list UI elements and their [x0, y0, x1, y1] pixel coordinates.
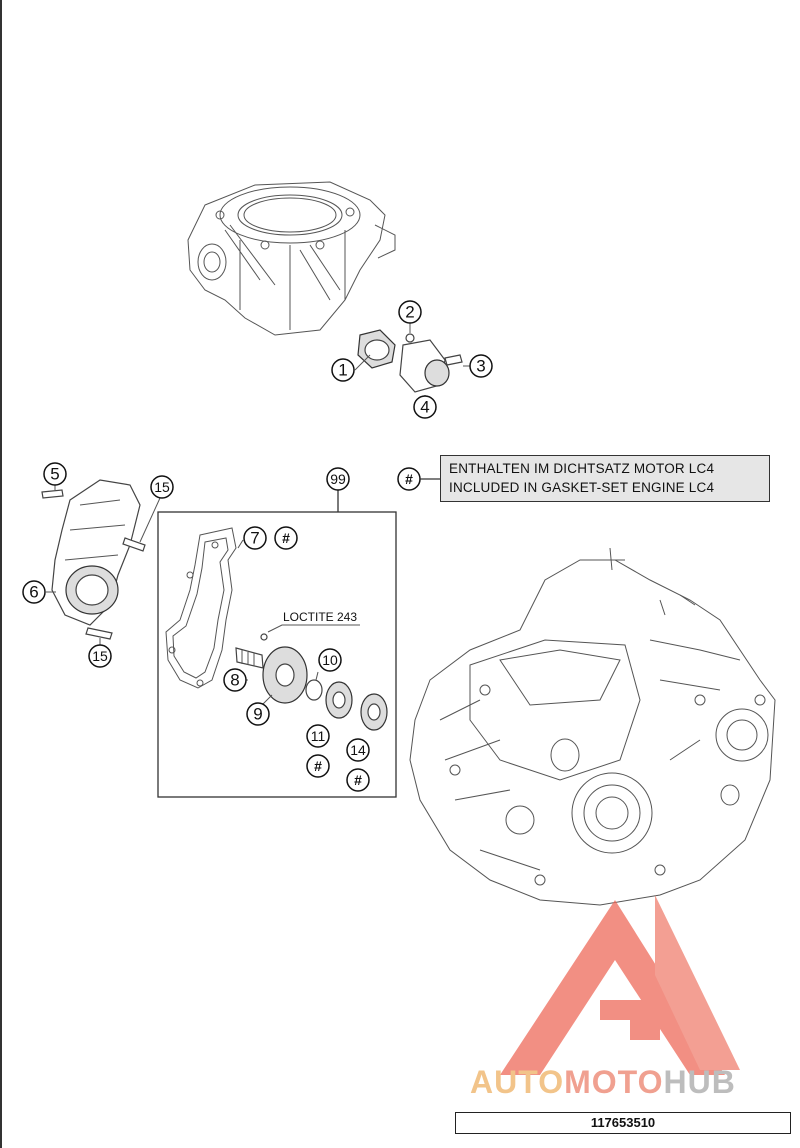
svg-text:7: 7: [250, 529, 259, 548]
svg-text:6: 6: [29, 583, 38, 602]
svg-text:3: 3: [476, 357, 485, 376]
svg-text:11: 11: [311, 728, 326, 744]
callout-5: 5: [43, 462, 67, 486]
watermark-logo-text: AUTOMOTOHUB: [470, 1064, 736, 1104]
document-number: 117653510: [455, 1112, 791, 1134]
callout-1: 1: [331, 358, 355, 382]
callout-15-top: 15: [150, 475, 174, 499]
callout-99: 99: [326, 467, 350, 491]
callout-15-bottom: 15: [88, 644, 112, 668]
svg-text:14: 14: [350, 742, 366, 758]
svg-text:2: 2: [405, 303, 414, 322]
callout-10: 10: [318, 648, 342, 672]
callout-11: 11: [306, 724, 330, 748]
svg-text:4: 4: [420, 398, 429, 417]
svg-text:8: 8: [230, 671, 239, 690]
kit-99-box: [157, 511, 397, 798]
svg-text:10: 10: [322, 652, 338, 668]
svg-text:#: #: [314, 758, 322, 774]
legend-line-2: INCLUDED IN GASKET-SET ENGINE LC4: [449, 480, 715, 495]
callout-2: 2: [398, 300, 422, 324]
svg-text:#: #: [354, 772, 362, 788]
callout-3: 3: [469, 354, 493, 378]
impeller-drawing: [235, 633, 388, 731]
svg-text:15: 15: [154, 479, 170, 495]
callout-8: 8: [223, 668, 247, 692]
callout-4: 4: [413, 395, 437, 419]
legend-hash-callout: #: [397, 467, 421, 491]
callout-14-hash: #: [346, 768, 370, 792]
callout-6: 6: [22, 580, 46, 604]
callout-14: 14: [346, 738, 370, 762]
callout-7-hash: #: [274, 526, 298, 550]
svg-text:9: 9: [253, 705, 262, 724]
svg-text:5: 5: [50, 465, 59, 484]
loctite-label: LOCTITE 243: [283, 610, 357, 624]
logo-part-auto: AUTO: [470, 1064, 565, 1100]
logo-part-hub: HUB: [663, 1064, 736, 1100]
engine-cylinder-drawing: [187, 181, 396, 336]
svg-text:15: 15: [92, 648, 108, 664]
engine-crankcase-drawing: [409, 547, 776, 906]
callout-7: 7: [243, 526, 267, 550]
logo-part-moto: MOTO: [564, 1064, 664, 1100]
legend-line-1: ENTHALTEN IM DICHTSATZ MOTOR LC4: [449, 461, 715, 476]
water-pump-cover-drawing: [41, 479, 146, 640]
legend-box: ENTHALTEN IM DICHTSATZ MOTOR LC4 INCLUDE…: [440, 455, 770, 502]
svg-text:#: #: [405, 471, 413, 487]
svg-text:#: #: [282, 530, 290, 546]
callout-11-hash: #: [306, 754, 330, 778]
svg-text:1: 1: [338, 361, 347, 380]
callout-9: 9: [246, 702, 270, 726]
gasket-drawing: [165, 527, 237, 689]
frame-border: [0, 0, 2, 1148]
svg-text:99: 99: [330, 471, 346, 487]
thermostat-drawing: [357, 329, 463, 393]
logo-triangle-icon: [500, 895, 740, 1075]
